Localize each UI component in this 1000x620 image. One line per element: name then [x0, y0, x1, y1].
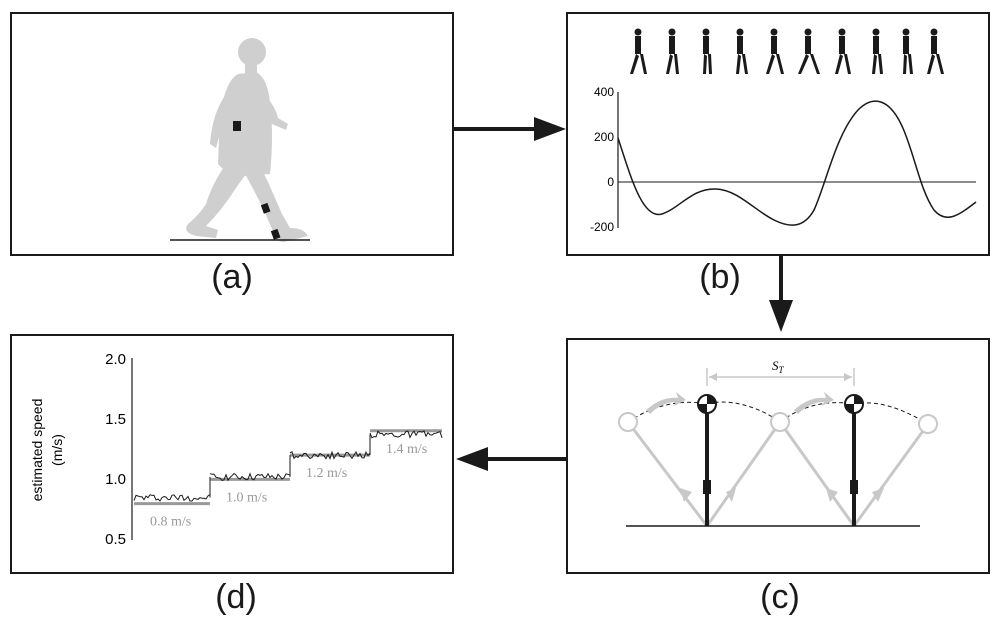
gait-signal-plot: 400 200 0 -200: [590, 28, 977, 234]
y-axis-label-line1: estimated speed: [29, 399, 45, 502]
arrow-a-to-b: [454, 117, 566, 141]
step-length-dimension: [706, 368, 855, 386]
step-length-label: ST: [772, 358, 785, 375]
estimated-speed-trace: [369, 430, 443, 439]
caption-d: (d): [215, 578, 257, 616]
caption-b: (b): [699, 258, 741, 296]
angular-velocity-trace: [617, 100, 977, 226]
sensor-shank: [260, 202, 271, 214]
y-tick-neg200: -200: [590, 220, 614, 234]
caption-a: (a): [211, 258, 253, 296]
black-pendulum-2: [844, 394, 864, 526]
y-tick-0: 0: [607, 175, 614, 189]
estimated-speed-trace: [289, 450, 371, 460]
speed-level-label: 1.2 m/s: [306, 466, 347, 481]
arrow-b-to-c: [769, 256, 793, 332]
panel-c: ST: [566, 338, 990, 574]
walker-silhouette: [186, 38, 308, 242]
com-trajectory-arc: [627, 401, 929, 425]
y-tick-0.5: 0.5: [105, 531, 126, 548]
panel-d: estimated speed (m/s) 2.0 1.5 1.0 0.5 0.…: [10, 334, 454, 574]
y-tick-200: 200: [594, 130, 614, 144]
sensor-waist: [233, 121, 241, 131]
panel-a: [10, 12, 454, 256]
panel-b: 400 200 0 -200: [566, 12, 990, 256]
black-pendulum-1: [697, 394, 717, 526]
gait-cycle-figures: [630, 28, 944, 74]
y-tick-2.0: 2.0: [105, 351, 126, 368]
inverted-pendulum-model: ST: [618, 358, 938, 527]
gray-leg-arrows: [646, 392, 884, 502]
arrow-c-to-d: [456, 447, 566, 471]
estimated-speed-trace: [209, 472, 291, 482]
speed-level-label: 1.4 m/s: [386, 442, 427, 457]
estimated-speed-trace: [133, 494, 211, 502]
caption-c: (c): [760, 578, 800, 616]
gray-com-markers: [618, 412, 938, 434]
speed-estimate-chart: estimated speed (m/s) 2.0 1.5 1.0 0.5 0.…: [29, 351, 443, 548]
y-tick-1.5: 1.5: [105, 411, 126, 428]
speed-level-label: 1.0 m/s: [226, 490, 267, 505]
sensor-foot: [270, 228, 281, 240]
speed-level-label: 0.8 m/s: [150, 515, 191, 530]
y-tick-400: 400: [594, 85, 614, 99]
walking-person-illustration: [170, 38, 310, 242]
y-tick-1.0: 1.0: [105, 471, 126, 488]
gray-pendulum-legs: [626, 421, 930, 527]
y-axis-label-line2: (m/s): [49, 434, 65, 466]
